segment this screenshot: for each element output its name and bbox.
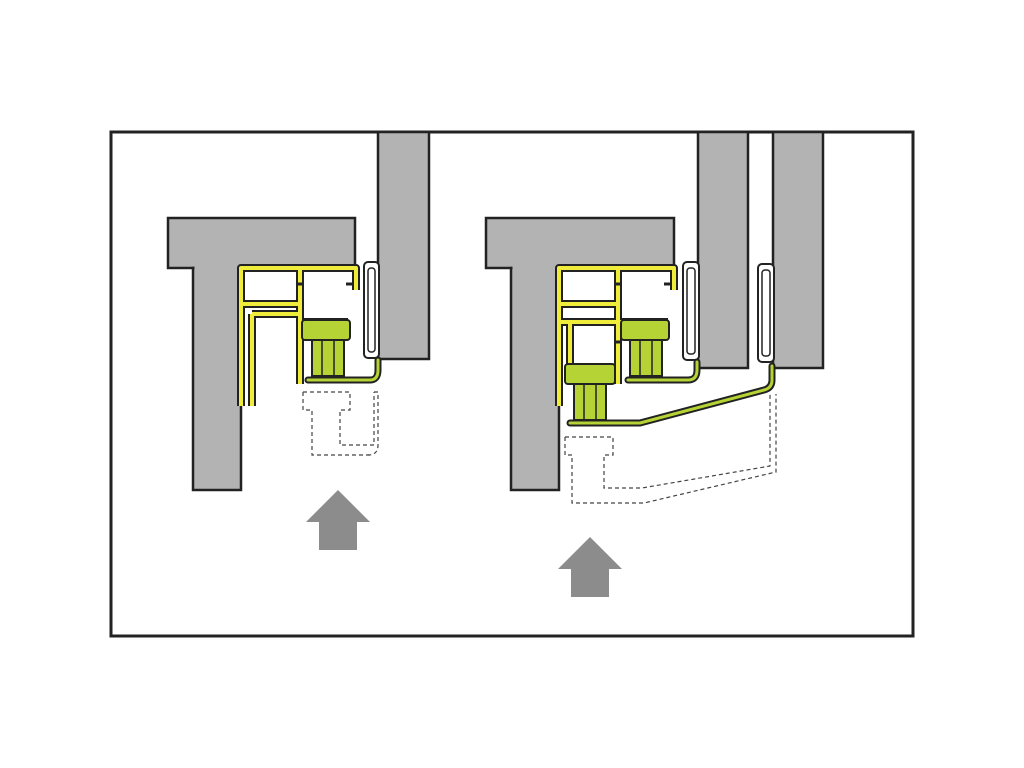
ghost-position-left [302, 391, 379, 456]
door-leaf-left [376, 130, 431, 361]
rail-profile-right [555, 264, 678, 406]
roller-carrier-outer [564, 363, 616, 421]
ghost-position-right [564, 394, 777, 504]
connecting-arm-outer [566, 362, 776, 427]
door-leaf-inner [696, 130, 750, 370]
up-arrow-icon [306, 490, 370, 550]
roller-carrier-left [301, 319, 351, 377]
roller-carrier-inner [620, 319, 670, 377]
connecting-arm-left [304, 356, 382, 384]
panel-clip-left [363, 261, 380, 359]
panel-single-track [166, 130, 431, 550]
up-arrow-icon [558, 537, 622, 597]
door-leaf-outer [771, 130, 825, 370]
connecting-arm-inner [624, 358, 701, 384]
panel-clip-inner [682, 261, 700, 361]
panel-double-track [484, 130, 825, 597]
panel-clip-outer [757, 263, 775, 363]
rail-profile-left [237, 264, 360, 406]
ceiling-structure-right [484, 216, 676, 492]
ceiling-structure-left [166, 216, 357, 492]
